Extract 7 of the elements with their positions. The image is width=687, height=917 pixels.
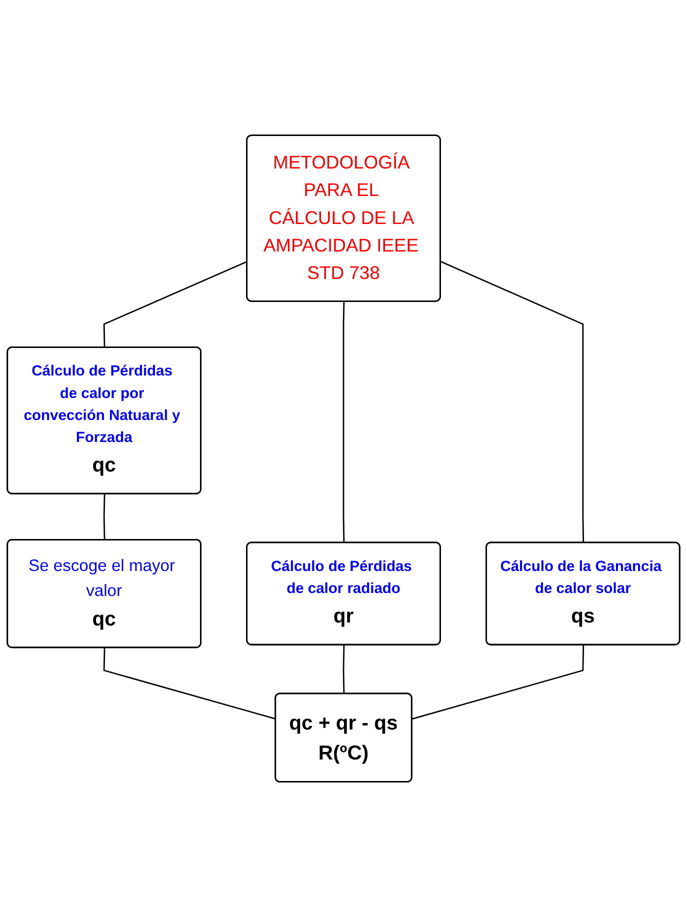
connector: [412, 644, 584, 720]
connector: [342, 301, 345, 543]
connector: [440, 260, 584, 543]
connector: [103, 494, 106, 540]
connector: [103, 648, 276, 720]
connector: [342, 644, 345, 694]
connector: [103, 260, 248, 348]
